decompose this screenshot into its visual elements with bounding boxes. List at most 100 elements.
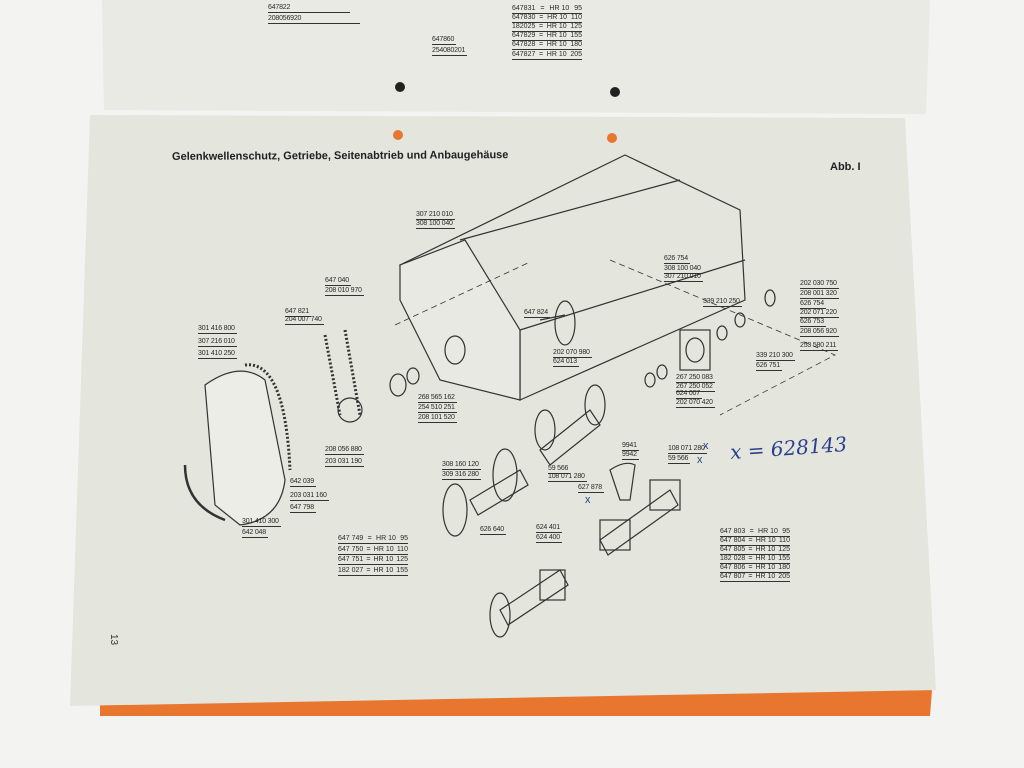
part-label: 208056920 — [268, 15, 360, 24]
equals: = — [539, 32, 544, 39]
part-label: 339 210 300 — [756, 352, 795, 361]
model: HR 10 — [373, 556, 394, 563]
model: HR 10 — [755, 573, 776, 580]
part-number: 182 027 — [338, 567, 364, 574]
part-label: 339 210 250 — [703, 298, 742, 307]
part-number: 647 750 — [338, 546, 364, 553]
part-label: 108 071 280 — [548, 473, 587, 482]
part-label: 301 410 300 — [242, 518, 281, 527]
part-label: 208 056 920 — [800, 328, 839, 337]
model: HR 10 — [549, 5, 570, 12]
part-label: 647860 — [432, 36, 457, 45]
part-label: 208 010 970 — [325, 287, 364, 296]
part-label: 307 210 010 — [416, 211, 455, 220]
part-label: 59 566 — [668, 455, 691, 464]
sprocket — [337, 397, 363, 423]
main-page — [70, 115, 936, 706]
part-label: 203 031 160 — [290, 492, 329, 501]
part-label: 254080201 — [432, 47, 468, 56]
part-label: 647 040 — [325, 277, 351, 286]
size: 95 — [782, 528, 790, 535]
model: HR 10 — [758, 528, 778, 535]
model: HR 10 — [547, 14, 567, 21]
equals: = — [539, 23, 544, 30]
part-label: 204 007 740 — [285, 316, 324, 325]
size: 155 — [396, 567, 408, 574]
figure-label: Abb. I — [830, 161, 861, 173]
part-label: 626 751 — [756, 362, 782, 371]
part-label: 202 070 420 — [676, 399, 715, 408]
equals: = — [366, 546, 371, 553]
rotor-flange — [584, 384, 606, 426]
size: 125 — [396, 556, 408, 563]
shield — [183, 464, 226, 522]
model: HR 10 — [376, 535, 396, 542]
part-label: 624 007 — [676, 390, 702, 399]
cover-edge — [100, 690, 932, 716]
part-label: 208 101 520 — [418, 414, 457, 423]
chain-guard — [244, 363, 292, 471]
part-label: 626 753 — [800, 318, 826, 327]
upper-page — [102, 0, 930, 114]
flange — [554, 300, 576, 346]
part-label: 647 798 — [290, 504, 316, 513]
part-number: 647 804 — [720, 537, 746, 544]
exploded-drawing — [183, 154, 836, 638]
part-label: 308 100 040 — [416, 220, 455, 229]
equals: = — [748, 564, 753, 571]
part-number: 647 805 — [720, 546, 746, 553]
rotor-flange — [442, 483, 468, 537]
size: 125 — [778, 546, 790, 553]
part-label: 647822 — [268, 4, 350, 13]
size: 180 — [778, 564, 790, 571]
side-plate — [399, 239, 521, 401]
part-number: 182025 — [512, 23, 536, 30]
part-label: 307 210 010 — [664, 273, 703, 282]
part-label: 307 216 010 — [198, 338, 237, 347]
part-label: 642 048 — [242, 529, 268, 538]
part-number: 647 803 — [720, 528, 746, 535]
part-label: 203 031 190 — [325, 458, 364, 467]
model: HR 10 — [755, 537, 776, 544]
part-label: 308 100 040 — [664, 265, 703, 274]
part-label: 208 001 320 — [800, 290, 839, 299]
part-label: 208 056 880 — [325, 446, 364, 455]
punch-hole — [610, 87, 620, 97]
punch-hole — [395, 82, 405, 92]
part-label: 267 250 083 — [676, 374, 715, 383]
model: HR 10 — [546, 32, 567, 39]
equals: = — [540, 5, 545, 12]
equals: = — [748, 537, 753, 544]
part-label: 202 071 220 — [800, 309, 839, 318]
size: 110 — [570, 14, 582, 21]
size: 125 — [570, 23, 582, 30]
part-label: 108 071 280 — [668, 445, 707, 454]
part-number: 647 751 — [338, 556, 364, 563]
equals: = — [366, 567, 371, 574]
chain-cover — [204, 370, 286, 526]
part-label: 309 316 280 — [442, 471, 481, 480]
equals: = — [539, 51, 544, 58]
part-label: 202 030 750 — [800, 280, 839, 289]
part-number: 647828 — [512, 41, 536, 48]
size: 155 — [570, 32, 582, 39]
punch-hole — [607, 133, 617, 143]
handwritten-mark: x — [703, 440, 709, 452]
part-label: 253 580 211 — [800, 342, 839, 351]
model: HR 10 — [546, 23, 567, 30]
part-label: 647 824 — [524, 309, 550, 318]
part-label: 254 510 251 — [418, 404, 457, 413]
